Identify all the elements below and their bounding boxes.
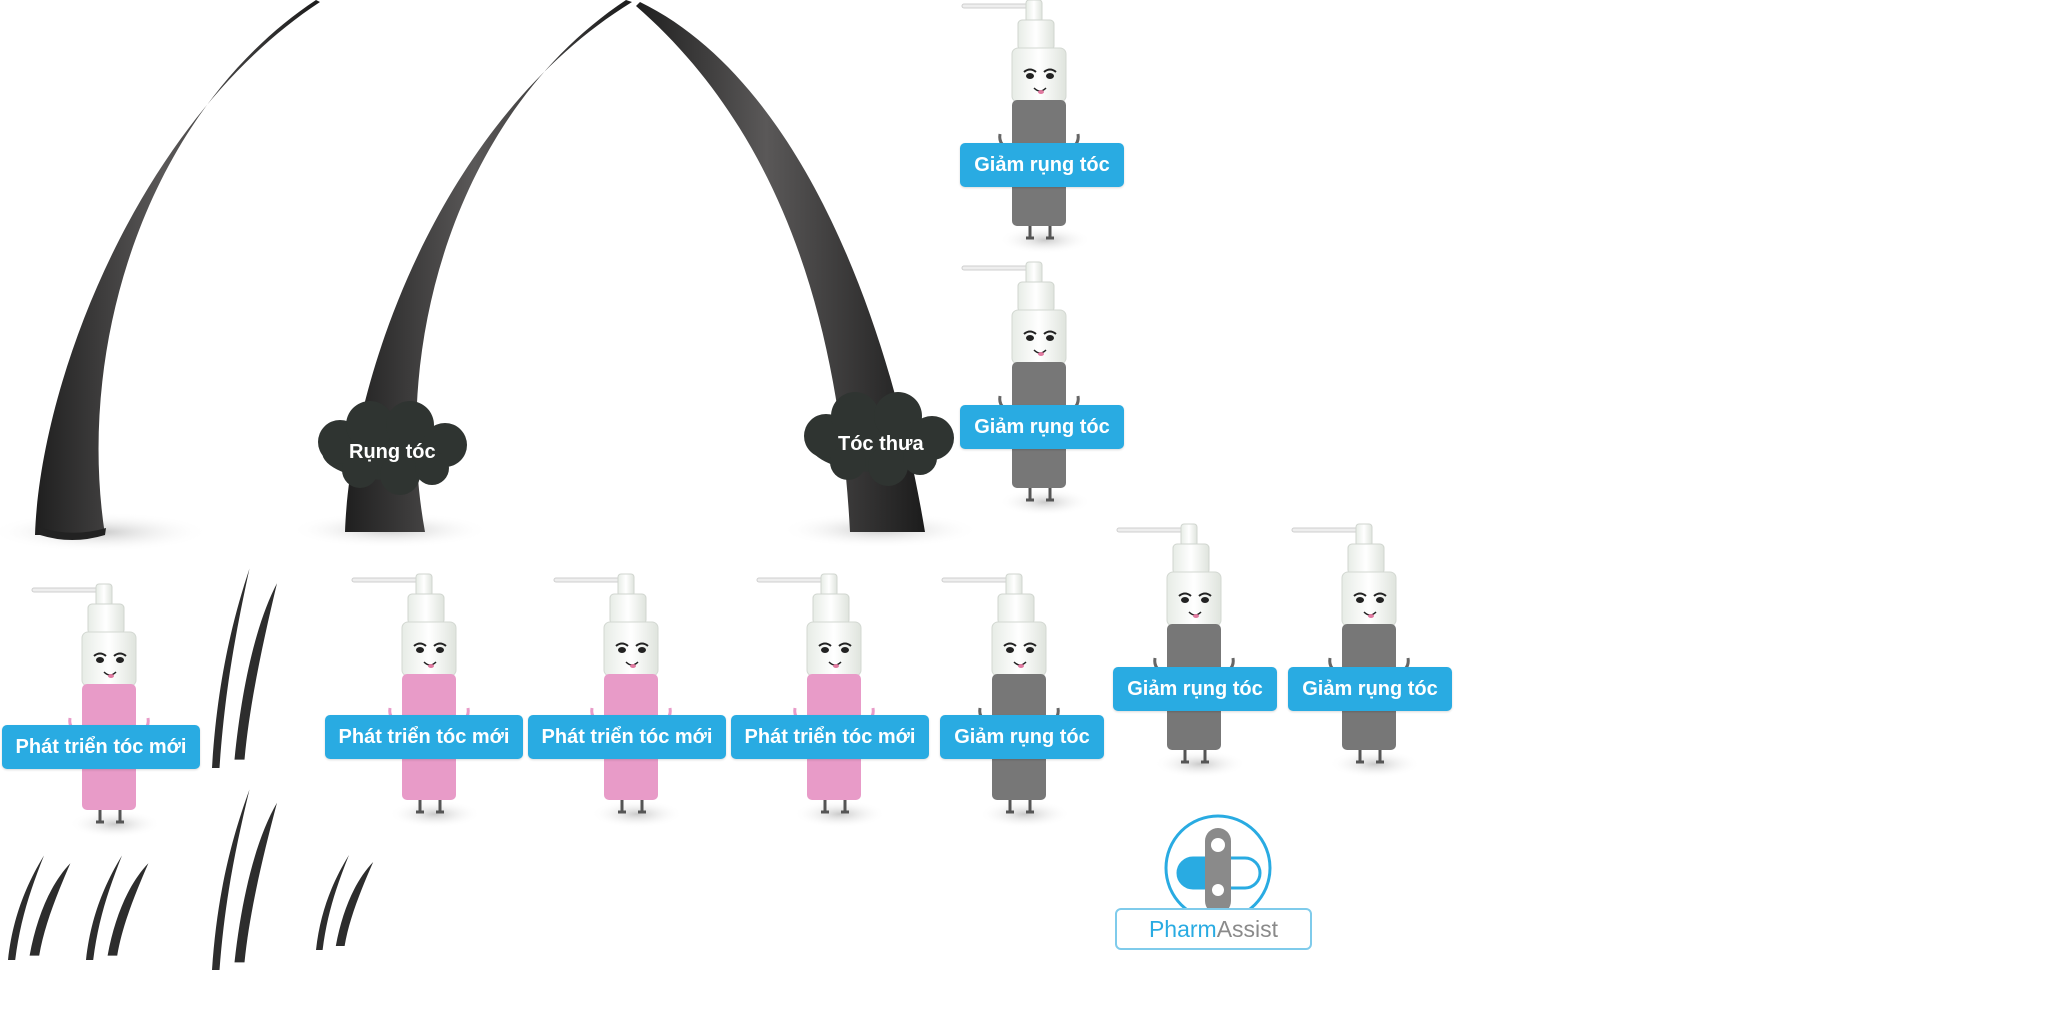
pink-bottle-4 bbox=[757, 574, 886, 828]
gray-bottle-4 bbox=[1292, 524, 1421, 778]
pink-bottle-1 bbox=[32, 584, 161, 838]
logo-text-assist: Assist bbox=[1216, 915, 1279, 942]
pill-figure-icon bbox=[1164, 814, 1272, 922]
hair-strand-2 bbox=[290, 0, 632, 548]
tag-new-growth-1[interactable]: Phát triển tóc mới bbox=[2, 725, 200, 769]
tag-hair-loss-2[interactable]: Giảm rụng tóc bbox=[960, 405, 1124, 449]
tag-hair-loss-3[interactable]: Giảm rụng tóc bbox=[1113, 667, 1277, 711]
tag-new-growth-2[interactable]: Phát triển tóc mới bbox=[325, 715, 523, 759]
pink-bottle-3 bbox=[554, 574, 683, 828]
gray-bottle-5 bbox=[942, 574, 1071, 828]
tag-new-growth-4[interactable]: Phát triển tóc mới bbox=[731, 715, 929, 759]
tag-hair-loss-1[interactable]: Giảm rụng tóc bbox=[960, 143, 1124, 187]
gray-bottle-3 bbox=[1117, 524, 1246, 778]
cloud-thin-hair bbox=[804, 392, 954, 486]
tag-hair-loss-4[interactable]: Giảm rụng tóc bbox=[1288, 667, 1452, 711]
new-hair-sprouts bbox=[8, 568, 374, 970]
tag-hair-loss-5[interactable]: Giảm rụng tóc bbox=[940, 715, 1104, 759]
hair-strand-1 bbox=[0, 0, 320, 552]
cloud-label-thin-hair: Tóc thưa bbox=[838, 433, 924, 455]
cloud-hair-loss bbox=[318, 401, 467, 495]
cloud-label-hair-loss: Rụng tóc bbox=[349, 441, 436, 463]
logo-text-pharm: Pharm bbox=[1148, 915, 1217, 942]
tag-new-growth-3[interactable]: Phát triển tóc mới bbox=[528, 715, 726, 759]
gray-bottle-2 bbox=[962, 262, 1091, 516]
pink-bottle-2 bbox=[352, 574, 481, 828]
gray-bottle-1 bbox=[962, 0, 1091, 254]
